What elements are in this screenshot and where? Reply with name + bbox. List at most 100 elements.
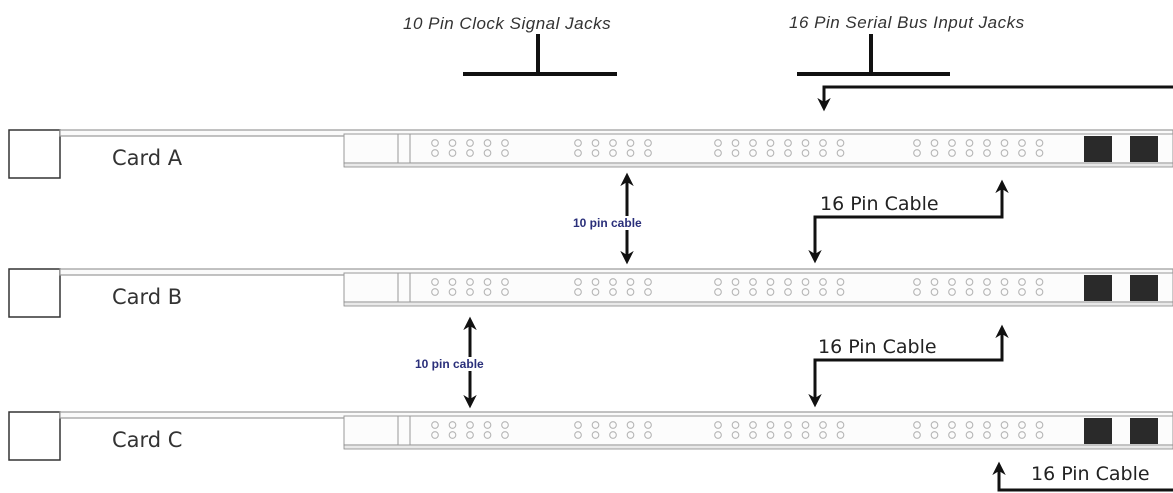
pin xyxy=(766,288,775,296)
pin xyxy=(609,149,617,157)
pin xyxy=(501,431,509,439)
card-c-label: Card C xyxy=(112,428,183,452)
pin xyxy=(466,431,474,439)
card-a-16pin-jack xyxy=(714,139,845,157)
card-b-rail xyxy=(343,301,1173,307)
card-b-block-2 xyxy=(1130,275,1158,301)
pin xyxy=(591,288,600,296)
pin xyxy=(749,139,757,147)
pin xyxy=(714,278,722,286)
pin xyxy=(731,431,740,439)
card-a-10pin-jack xyxy=(431,139,509,157)
pin xyxy=(466,139,474,147)
pin xyxy=(819,149,827,157)
pin xyxy=(983,288,991,296)
pin xyxy=(983,139,991,147)
pin xyxy=(448,288,457,296)
card-a xyxy=(8,129,1173,179)
pin xyxy=(1018,149,1026,157)
pin xyxy=(574,149,582,157)
pin xyxy=(609,288,617,296)
pin xyxy=(784,278,792,286)
card-a-10pin-jack xyxy=(574,139,652,157)
pin xyxy=(965,431,974,439)
pin xyxy=(1035,288,1044,296)
pin xyxy=(626,421,635,429)
pin xyxy=(1000,149,1009,157)
pin xyxy=(965,139,974,147)
pin xyxy=(591,139,600,147)
pin xyxy=(836,288,845,296)
pin xyxy=(448,139,457,147)
pin xyxy=(983,149,991,157)
pin xyxy=(1000,139,1009,147)
pin xyxy=(836,149,845,157)
pin xyxy=(819,278,827,286)
pin xyxy=(784,421,792,429)
pin xyxy=(749,421,757,429)
pin xyxy=(930,149,939,157)
card-b-block-1 xyxy=(1084,275,1112,301)
pin xyxy=(913,139,921,147)
pin xyxy=(483,421,492,429)
pin xyxy=(574,139,582,147)
pin xyxy=(591,431,600,439)
sixteen-pin-cable-c-out-label: 16 Pin Cable xyxy=(1031,463,1150,485)
ten-pin-cable-a-b-label: 10 pin cable xyxy=(572,216,643,230)
serial-jacks-pointer xyxy=(797,34,950,76)
pin xyxy=(1018,421,1026,429)
pin xyxy=(913,431,921,439)
pin xyxy=(1000,431,1009,439)
pin xyxy=(644,421,652,429)
pin xyxy=(948,421,956,429)
pin xyxy=(501,288,509,296)
pin xyxy=(1000,421,1009,429)
card-c-rail xyxy=(343,444,1173,450)
card-b-10pin-jack xyxy=(574,278,652,296)
pin xyxy=(591,421,600,429)
card-b-10pin-jack xyxy=(431,278,509,296)
pin xyxy=(819,421,827,429)
pin xyxy=(501,278,509,286)
pin xyxy=(948,139,956,147)
pin xyxy=(819,431,827,439)
pin xyxy=(714,149,722,157)
pin xyxy=(574,421,582,429)
pin xyxy=(1035,421,1044,429)
pin xyxy=(483,278,492,286)
pin xyxy=(930,139,939,147)
pin xyxy=(591,149,600,157)
pin xyxy=(448,421,457,429)
pin xyxy=(766,431,775,439)
pin xyxy=(609,139,617,147)
serial-jacks-label: 16 Pin Serial Bus Input Jacks xyxy=(789,13,1025,32)
card-b-16pin-jack xyxy=(913,278,1044,296)
pin xyxy=(644,288,652,296)
card-b-label: Card B xyxy=(112,285,183,309)
pin xyxy=(626,278,635,286)
pin xyxy=(784,288,792,296)
pin xyxy=(644,149,652,157)
pin xyxy=(983,431,991,439)
sixteen-pin-cable-a-b xyxy=(808,179,1009,264)
pin xyxy=(731,139,740,147)
pin xyxy=(930,278,939,286)
card-a-block-1 xyxy=(1084,136,1112,162)
pin xyxy=(1018,139,1026,147)
pin xyxy=(431,431,439,439)
pin xyxy=(431,288,439,296)
card-c-block-1 xyxy=(1084,418,1112,444)
pin xyxy=(836,421,845,429)
clock-jacks-pointer xyxy=(463,34,617,76)
pin xyxy=(574,431,582,439)
sixteen-pin-cable-b-c xyxy=(808,324,1009,408)
pin xyxy=(930,421,939,429)
pin xyxy=(466,421,474,429)
card-a-16pin-jack xyxy=(913,139,1044,157)
pin xyxy=(483,288,492,296)
pin xyxy=(731,149,740,157)
pin xyxy=(501,421,509,429)
pin xyxy=(448,149,457,157)
pin xyxy=(466,278,474,286)
pin xyxy=(913,278,921,286)
